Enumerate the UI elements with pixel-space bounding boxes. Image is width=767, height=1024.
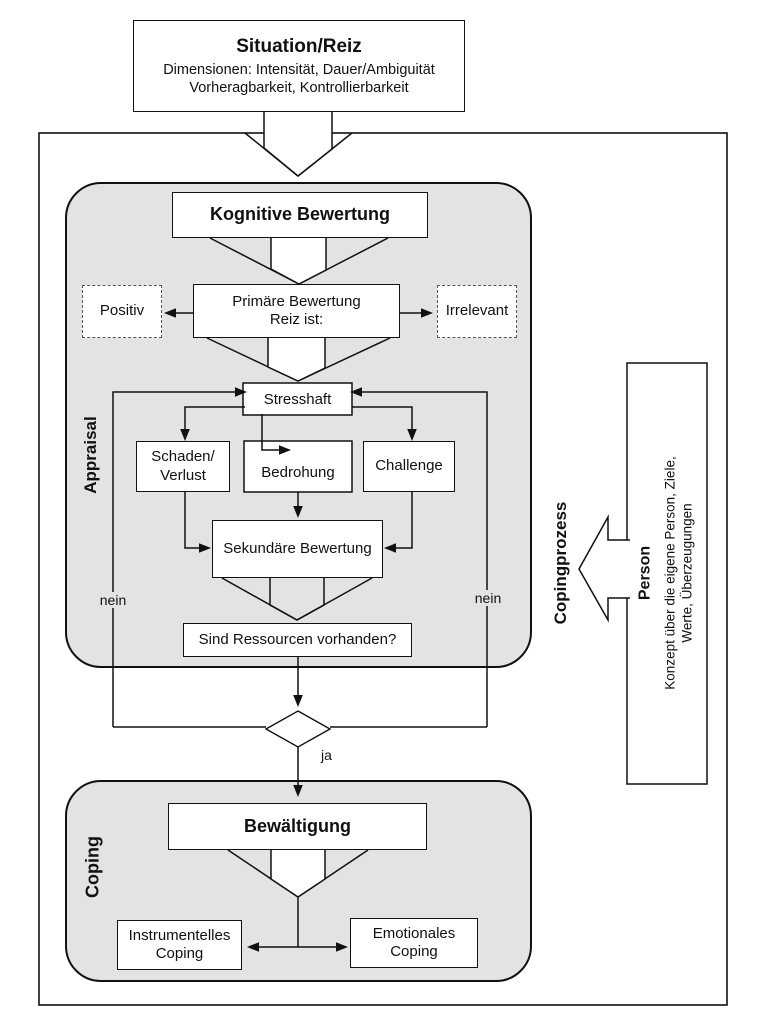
person-title: Person — [636, 545, 654, 601]
emotionales-line2: Coping — [390, 943, 438, 960]
ressourcen-box: Sind Ressourcen vorhanden? — [183, 623, 412, 657]
bedrohung-label: Bedrohung — [244, 441, 352, 492]
primaere-down-arrow — [206, 337, 391, 382]
outer-frame — [38, 132, 728, 1006]
bewaeltigung-down-arrow — [227, 849, 369, 898]
challenge-label: Challenge — [375, 457, 443, 475]
instrumentelles-coping-box: Instrumentelles Coping — [117, 920, 242, 970]
stresshaft-box-shape — [242, 382, 353, 416]
instrumentelles-line2: Coping — [155, 945, 204, 962]
person-line2: Werte, Überzeugungen — [679, 503, 695, 643]
instrumentelles-line1: Instrumentelles — [128, 926, 231, 944]
stresshaft-branches — [184, 406, 413, 451]
nein-feedback-lines — [112, 391, 488, 728]
situation-down-arrow — [244, 112, 353, 177]
emotionales-line1: Emotionales — [372, 924, 456, 942]
primaere-line1: Primäre Bewertung — [232, 292, 361, 310]
nein-left-label: nein — [95, 592, 131, 608]
coping-split-lines — [252, 897, 344, 948]
bewaeltigung-box: Bewältigung — [168, 803, 427, 850]
challenge-box: Challenge — [363, 441, 455, 492]
person-box-text: Person Konzept über die eigene Person, Z… — [636, 456, 697, 689]
person-left-arrow — [578, 514, 630, 623]
situation-box: Situation/Reiz Dimensionen: Intensität, … — [133, 20, 465, 112]
kognitive-bewertung-label: Kognitive Bewertung — [209, 204, 390, 225]
appraisal-side-label: Appraisal — [81, 416, 100, 494]
stresshaft-text: Stresshaft — [263, 390, 332, 408]
sekundaere-bewertung-box: Sekundäre Bewertung — [212, 520, 383, 578]
sekundaere-feeds — [184, 492, 413, 549]
person-line1: Konzept über die eigene Person, Ziele, — [662, 456, 678, 690]
coping-side-label: Coping — [82, 836, 103, 898]
bedrohung-text: Bedrohung — [261, 464, 335, 481]
ja-label: ja — [321, 747, 332, 763]
schaden-line1: Schaden/ — [151, 448, 215, 466]
positiv-label: Positiv — [99, 302, 145, 320]
schaden-verlust-box: Schaden/ Verlust — [136, 441, 230, 492]
stresshaft-label: Stresshaft — [243, 383, 352, 415]
situation-title: Situation/Reiz — [236, 35, 362, 57]
bewaeltigung-label: Bewältigung — [244, 815, 351, 836]
emotionales-coping-box: Emotionales Coping — [350, 918, 478, 968]
decision-diamond — [264, 710, 332, 748]
irrelevant-box: Irrelevant — [437, 285, 517, 338]
situation-line1: Dimensionen: Intensität, Dauer/Ambiguitä… — [163, 61, 435, 78]
nein-right-label: nein — [470, 590, 506, 606]
situation-line2: Vorheragbarkeit, Kontrollierbarkeit — [189, 79, 409, 96]
primaere-line2: Reiz ist: — [269, 311, 324, 328]
ressourcen-label: Sind Ressourcen vorhanden? — [198, 630, 397, 648]
irrelevant-label: Irrelevant — [445, 302, 509, 320]
positiv-box: Positiv — [82, 285, 162, 338]
primaere-bewertung-box: Primäre Bewertung Reiz ist: — [193, 284, 400, 338]
kognitive-down-arrow — [209, 237, 389, 285]
schaden-line2: Verlust — [160, 466, 206, 484]
copingprozess-label: Copingprozess — [551, 501, 570, 625]
sekundaere-label: Sekundäre Bewertung — [223, 539, 372, 557]
kognitive-bewertung-box: Kognitive Bewertung — [172, 192, 428, 238]
sekundaere-down-arrow — [221, 577, 373, 621]
